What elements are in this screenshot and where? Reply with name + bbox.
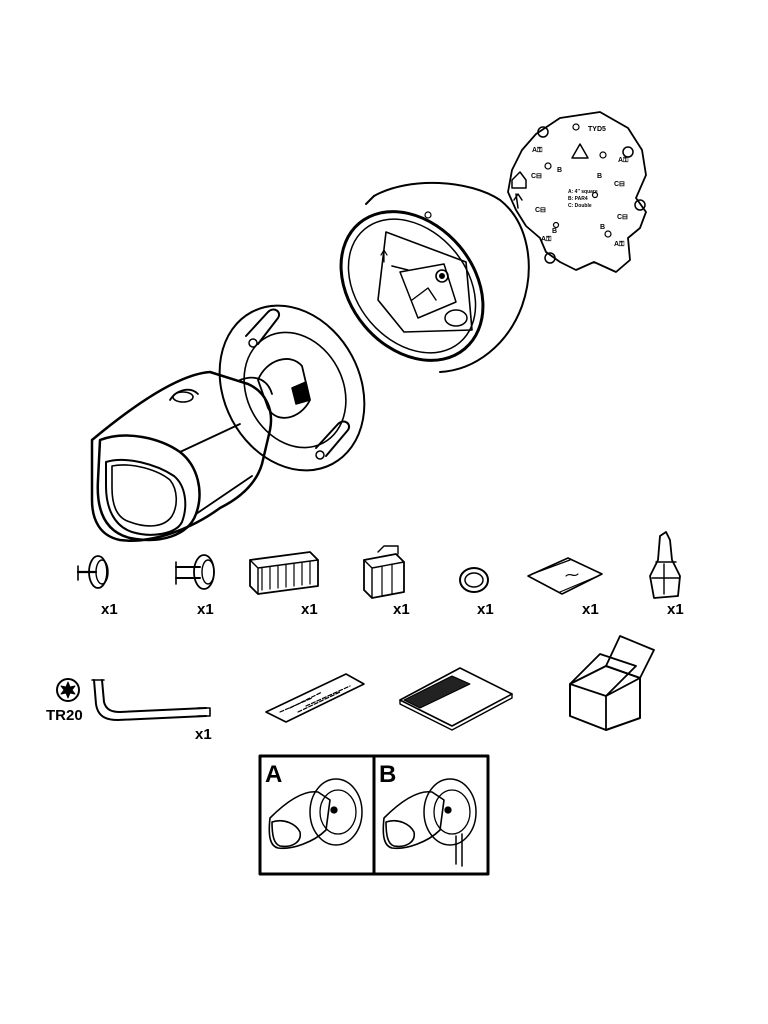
junction-box [339, 181, 530, 373]
terminal-block-large-qty: x1 [301, 601, 318, 618]
torx-size-label: TR20 [46, 707, 83, 724]
manual [399, 667, 513, 731]
sealing-ring [459, 567, 489, 593]
option-a-label: A [265, 761, 283, 788]
torx-key [56, 678, 211, 721]
mount-plate-mark-8: C⊟ [617, 214, 628, 221]
cable-gland-qty: x1 [667, 601, 684, 618]
mount-plate-mark-11: B [552, 228, 557, 235]
grommet-double [175, 554, 215, 590]
mount-plate-code: TYD5 [588, 126, 606, 133]
mount-plate-mark-3: A⚿ [541, 236, 552, 243]
desiccant-bag [527, 557, 603, 595]
label-sheet [265, 673, 365, 723]
mount-plate-mark-10: B [597, 173, 602, 180]
mount-plate-mark-12: B [600, 224, 605, 231]
cable-gland [649, 531, 681, 599]
terminal-block-large [249, 551, 319, 595]
mount-plate-mark-2: A⚿ [618, 157, 629, 164]
mount-plate-mark-7: C⊟ [535, 207, 546, 214]
grommet-single-qty: x1 [101, 601, 118, 618]
mount-plate: TYD5 A⚿ A⚿ A⚿ A⚿ C⊟ C⊟ C⊟ C⊟ B B B B A: … [507, 111, 647, 273]
terminal-block-small-qty: x1 [393, 601, 410, 618]
mount-plate-mark-9: B [557, 167, 562, 174]
mount-flange [218, 304, 366, 472]
mount-plate-mark-6: C⊟ [614, 181, 625, 188]
camera-body [90, 370, 273, 542]
option-frame-b [372, 754, 490, 876]
packaging-box [569, 635, 655, 731]
mount-plate-legend-3: C: Double [568, 203, 592, 209]
option-a-camera [268, 778, 363, 850]
sealing-ring-qty: x1 [477, 601, 494, 618]
mount-plate-legend-2: B: PAR4 [568, 196, 588, 202]
terminal-block-small [363, 545, 405, 599]
mount-plate-mark-5: C⊟ [531, 173, 542, 180]
torx-key-qty: x1 [195, 726, 212, 743]
mount-plate-mark-1: A⚿ [532, 147, 543, 154]
mount-plate-legend-1: A: 4″ square [568, 189, 598, 195]
option-b-label: B [379, 761, 397, 788]
desiccant-bag-qty: x1 [582, 601, 599, 618]
grommet-double-qty: x1 [197, 601, 214, 618]
mount-plate-mark-4: A⚿ [614, 241, 625, 248]
grommet-single [76, 555, 109, 589]
option-b-camera [382, 778, 477, 867]
